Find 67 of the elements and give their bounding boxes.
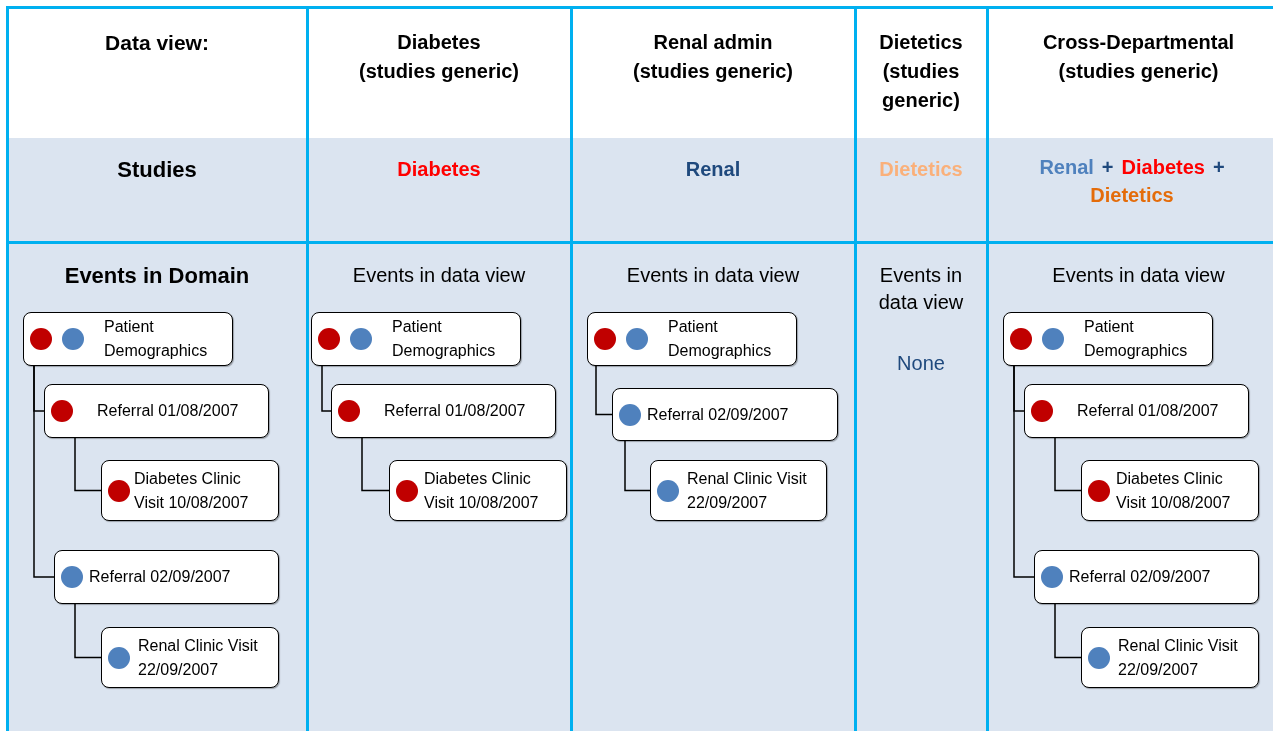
tree-connector [361,437,390,492]
event-text: Referral 02/09/2007 [1069,567,1211,587]
event-box [54,550,279,604]
event-box [23,312,233,366]
event-box [612,388,838,441]
tree-connector [33,365,55,578]
tree-connector [595,365,613,416]
table-cell [987,242,1273,731]
tree-connector [1054,437,1082,492]
study-name: Dietetics [879,157,963,182]
event-box [1003,312,1213,366]
event-text: Patient Demographics [1084,317,1189,361]
study-name: Diabetes [1121,155,1205,180]
event-text: Referral 01/08/2007 [384,401,526,421]
study-name: Renal [1039,155,1094,180]
cell-heading: Events in Domain [64,262,250,289]
event-box [311,312,521,366]
event-text: Patient Demographics [392,317,497,361]
event-box [389,460,567,521]
tree-connector [624,440,651,492]
study-name: Studies [117,156,197,184]
event-text: Diabetes Clinic Visit 10/08/2007 [1116,468,1232,513]
column-header: Data view: [105,30,209,56]
study-name: Renal [685,157,741,182]
plus-sign: + [1101,155,1114,180]
event-text: Renal Clinic Visit 22/09/2007 [687,468,808,513]
tree-connector [1013,365,1035,578]
event-text: Renal Clinic Visit 22/09/2007 [138,635,259,680]
column-header: Cross-Departmental (studies generic) [1041,30,1236,84]
event-text: Referral 01/08/2007 [97,401,239,421]
event-text: Referral 02/09/2007 [89,567,231,587]
cell-note: None [897,351,945,376]
plus-sign: + [1212,155,1225,180]
cell-heading: Events in data view [1052,263,1225,288]
event-box [101,460,279,521]
table-cell [7,242,307,731]
event-text: Renal Clinic Visit 22/09/2007 [1118,635,1239,680]
column-header: Dietetics (studies generic) [878,30,964,113]
event-box [101,627,279,688]
tree-connector [74,603,102,659]
event-box [587,312,797,366]
event-text: Referral 01/08/2007 [1077,401,1219,421]
event-box [1081,627,1259,688]
cell-heading: Events in data view [626,263,800,288]
event-box [1024,384,1249,438]
cell-heading: Events in data view [877,263,965,315]
event-box [1034,550,1259,604]
tree-connector [1054,603,1082,659]
event-box [1081,460,1259,521]
event-box [650,460,827,521]
column-header: Diabetes (studies generic) [358,30,520,84]
cell-heading: Events in data view [352,263,526,288]
column-header: Renal admin (studies generic) [632,30,794,84]
tree-connector [321,365,332,412]
tree-connector [74,437,102,492]
event-box [331,384,556,438]
table-cell [571,242,855,731]
event-text: Patient Demographics [104,317,209,361]
event-text: Diabetes Clinic Visit 10/08/2007 [134,468,250,513]
table-cell [307,242,571,731]
event-text: Patient Demographics [668,317,773,361]
study-name: Diabetes [397,157,481,182]
event-text: Referral 02/09/2007 [647,404,789,425]
event-text: Diabetes Clinic Visit 10/08/2007 [424,468,540,513]
study-name: Dietetics [1090,183,1174,208]
event-box [44,384,269,438]
table-cell [855,242,987,731]
